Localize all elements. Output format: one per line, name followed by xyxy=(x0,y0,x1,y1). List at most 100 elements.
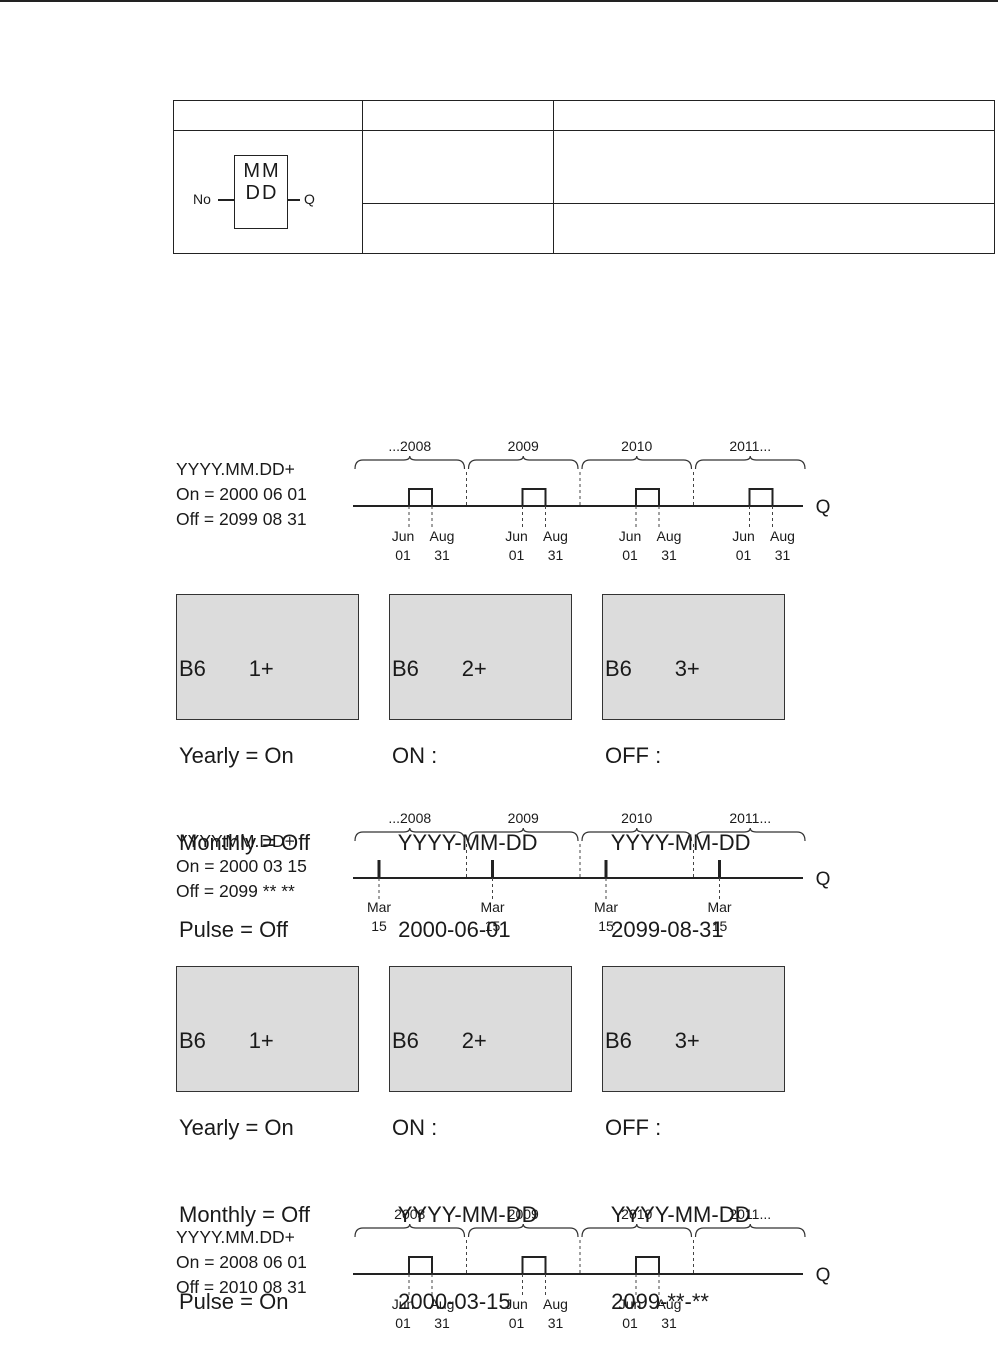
date-label-month: Aug xyxy=(430,1296,455,1312)
year-brace xyxy=(467,1223,579,1238)
date-label-day: 15 xyxy=(598,918,614,934)
date-label-day: 01 xyxy=(395,547,411,563)
top-rule xyxy=(0,0,998,2)
date-label-day: 15 xyxy=(712,918,728,934)
date-label-month: Mar xyxy=(594,899,618,915)
param-on: On = 2008 06 01 xyxy=(176,1252,307,1272)
on-pulse xyxy=(635,488,660,506)
date-label-day: 01 xyxy=(509,547,525,563)
on-pulse xyxy=(377,860,381,878)
date-label-day: 01 xyxy=(622,1315,638,1331)
lcd-line: B6 3+ xyxy=(605,656,700,681)
date-label-month: Mar xyxy=(707,899,731,915)
symbol-output-line xyxy=(288,199,300,201)
param-off: Off = 2010 08 31 xyxy=(176,1277,307,1297)
year-brace xyxy=(694,455,806,470)
lcd-line: ON : xyxy=(392,743,438,768)
symbol-input-line xyxy=(218,199,234,201)
symbol-input-label: No xyxy=(193,191,211,207)
year-label: ...2008 xyxy=(388,810,431,826)
lcd-line: ON : xyxy=(392,1115,438,1140)
timing-diagram-2: YYYY.MM.DD+ On = 2000 03 15 Off = 2099 *… xyxy=(0,802,998,942)
output-label: Q xyxy=(816,1265,831,1286)
year-label: 2010 xyxy=(621,1206,652,1222)
lcd-line: B6 1+ xyxy=(179,1028,274,1053)
date-label-month: Aug xyxy=(657,1296,682,1312)
header-cell-3 xyxy=(553,100,995,131)
lcd-line: B6 2+ xyxy=(392,1028,487,1053)
header-cell-1 xyxy=(173,100,363,131)
year-label: 2011... xyxy=(729,438,771,454)
param-on: On = 2000 06 01 xyxy=(176,484,307,504)
row2-cell-2 xyxy=(362,202,554,255)
date-label-day: 01 xyxy=(622,547,638,563)
date-label-day: 31 xyxy=(775,547,791,563)
date-label-day: 15 xyxy=(371,918,387,934)
param-format: YYYY.MM.DD+ xyxy=(176,1227,295,1247)
date-label-day: 31 xyxy=(434,1315,450,1331)
on-pulse xyxy=(408,488,433,506)
symbol-box: MM DD xyxy=(234,155,288,229)
lcd-line: YYYY-MM-DD xyxy=(392,1202,538,1227)
year-label: 2009 xyxy=(508,1206,539,1222)
lcd-line: 2099-**-** xyxy=(605,1289,709,1314)
on-pulse xyxy=(604,860,608,878)
date-label-month: Jun xyxy=(505,1296,528,1312)
lcd-line: 2099-08-31 xyxy=(605,917,724,942)
symbol-text-dd: DD xyxy=(245,182,279,204)
row1-cell-2 xyxy=(362,130,554,204)
date-label-month: Aug xyxy=(770,528,795,544)
row1-cell-3 xyxy=(553,130,995,204)
date-label-day: 31 xyxy=(434,547,450,563)
lcd-line: Yearly = On xyxy=(179,743,294,768)
year-label: ...2008 xyxy=(388,438,431,454)
on-pulse xyxy=(521,1256,547,1274)
lcd-screen-4: B6 1+ Yearly = On Monthly = Off Pulse = … xyxy=(176,966,359,1314)
date-label-month: Mar xyxy=(367,899,391,915)
year-brace xyxy=(467,827,579,842)
lcd-line: B6 2+ xyxy=(392,656,487,681)
lcd-line: Monthly = Off xyxy=(179,830,311,855)
timing-diagram-3: YYYY.MM.DD+ On = 2008 06 01 Off = 2010 0… xyxy=(0,1198,998,1338)
lcd-line: Pulse = On xyxy=(179,1289,289,1314)
year-label: 2008 xyxy=(394,1206,425,1222)
year-label: 2010 xyxy=(621,438,652,454)
year-brace xyxy=(581,827,693,842)
year-label: 2009 xyxy=(508,810,539,826)
on-pulse xyxy=(491,860,494,878)
year-brace xyxy=(467,455,579,470)
param-off: Off = 2099 ** ** xyxy=(176,881,295,901)
symbol-cell: No MM DD Q xyxy=(173,130,363,254)
year-timer-symbol: No MM DD Q xyxy=(174,131,362,253)
lcd-screen-6: B6 3+ OFF : YYYY-MM-DD 2099-**-** xyxy=(602,966,785,1314)
lcd-line: B6 3+ xyxy=(605,1028,700,1053)
block-table: No MM DD Q xyxy=(173,100,995,255)
lcd-line: YYYY-MM-DD xyxy=(605,1202,751,1227)
lcd-line: OFF : xyxy=(605,1115,662,1140)
date-label-day: 31 xyxy=(548,1315,564,1331)
symbol-output-label: Q xyxy=(304,191,315,207)
on-pulse xyxy=(748,488,774,506)
date-label-month: Jun xyxy=(619,528,642,544)
year-brace xyxy=(581,1223,693,1238)
date-label-day: 31 xyxy=(661,1315,677,1331)
date-label-month: Aug xyxy=(657,528,682,544)
lcd-line: B6 1+ xyxy=(179,656,274,681)
lcd-line: Yearly = On xyxy=(179,1115,294,1140)
date-label-month: Jun xyxy=(732,528,755,544)
lcd-line: YYYY-MM-DD xyxy=(605,830,751,855)
year-label: 2010 xyxy=(621,810,652,826)
date-label-day: 01 xyxy=(509,1315,525,1331)
date-label-month: Jun xyxy=(619,1296,642,1312)
date-label-month: Jun xyxy=(505,528,528,544)
date-label-month: Jun xyxy=(392,528,415,544)
year-brace xyxy=(694,827,806,842)
year-brace xyxy=(354,1223,466,1238)
timing-diagram-1: YYYY.MM.DD+ On = 2000 06 01 Off = 2099 0… xyxy=(0,430,998,570)
param-off: Off = 2099 08 31 xyxy=(176,509,307,529)
date-label-month: Mar xyxy=(480,899,504,915)
date-label-month: Jun xyxy=(392,1296,415,1312)
lcd-screen-1: B6 1+ Yearly = On Monthly = Off Pulse = … xyxy=(176,594,359,942)
date-label-day: 31 xyxy=(661,547,677,563)
